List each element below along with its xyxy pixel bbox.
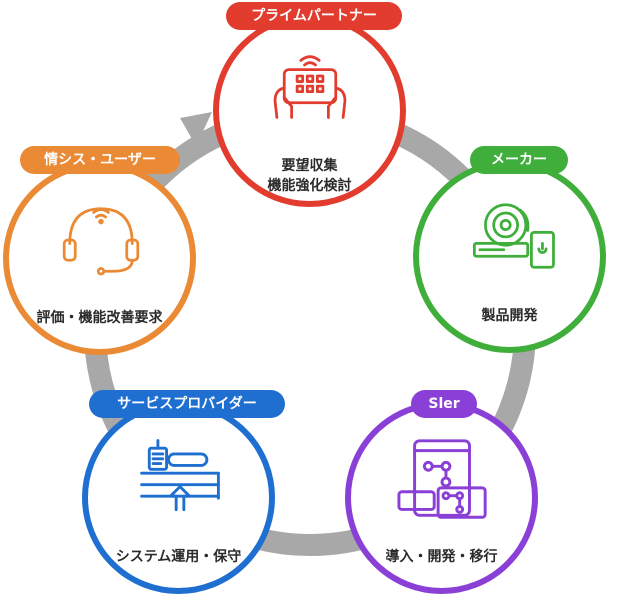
label-prime-partner: プライムパートナー (226, 2, 402, 30)
node-circle-maker: 製品開発 (413, 160, 606, 353)
label-service-provider: サービスプロバイダー (89, 390, 285, 418)
info-user-desc: 評価・機能改善要求 (36, 310, 163, 326)
mobile-network-icon (397, 439, 487, 519)
prime-partner-desc-line2: 機能強化検討 (267, 178, 352, 194)
label-maker: メーカー (470, 146, 568, 174)
system-operation-icon (140, 439, 220, 512)
node-circle-prime-partner: 要望収集 機能強化検討 (213, 14, 406, 207)
label-info-user: 情シス・ユーザー (20, 146, 180, 174)
sler-desc: 導入・開発・移行 (385, 549, 498, 565)
node-circle-sler: 導入・開発・移行 (345, 401, 538, 594)
node-circle-service-provider: システム運用・保守 (82, 401, 275, 594)
headset-icon (62, 207, 140, 276)
node-circle-info-user: 評価・機能改善要求 (3, 162, 196, 355)
disc-device-icon (472, 203, 555, 269)
cycle-arrowhead-icon (180, 112, 212, 146)
label-sler: Sler (411, 390, 477, 418)
maker-desc: 製品開発 (481, 308, 538, 324)
prime-partner-desc-line1: 要望収集 (281, 158, 338, 174)
service-provider-desc: システム運用・保守 (115, 549, 242, 565)
tablet-hands-icon (273, 55, 347, 119)
